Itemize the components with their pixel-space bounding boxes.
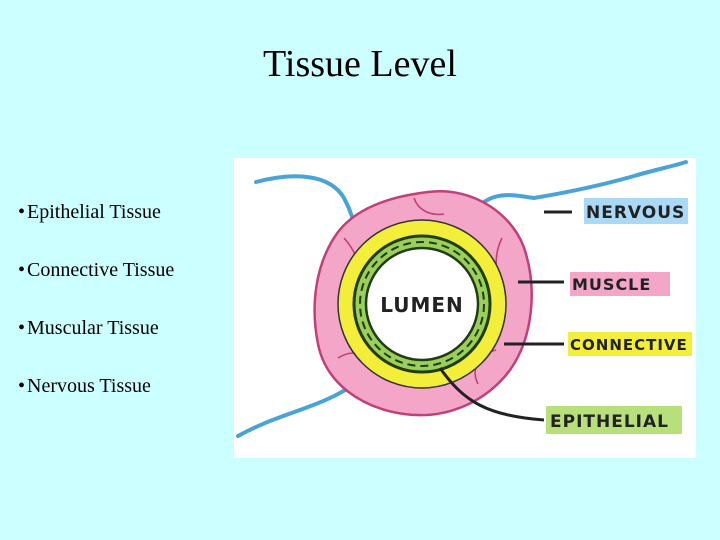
tissue-bullet-list: •Epithelial Tissue •Connective Tissue •M…: [18, 196, 174, 428]
slide-title: Tissue Level: [263, 43, 457, 85]
muscle-label: MUSCLE: [572, 275, 651, 294]
nerve-top-right: [458, 160, 688, 230]
bullet-muscular: •Muscular Tissue: [18, 312, 174, 370]
bullet-nervous: •Nervous Tissue: [18, 370, 174, 428]
epithelial-bead-ring: [359, 241, 485, 367]
tissue-cross-section-svg: LUMEN NERVOUS MUSCLE CONNECTIVE EPITHELI…: [236, 160, 692, 438]
tissue-cross-section-figure: LUMEN NERVOUS MUSCLE CONNECTIVE EPITHELI…: [234, 158, 696, 458]
epithelial-leader-line: [438, 367, 545, 422]
lumen-label: LUMEN: [380, 293, 464, 317]
bullet-label: Nervous Tissue: [27, 375, 151, 397]
bullet-dot: •: [18, 259, 26, 281]
connective-label: CONNECTIVE: [570, 336, 688, 354]
bullet-epithelial: •Epithelial Tissue: [18, 196, 174, 254]
muscle-label-highlight: [570, 272, 670, 296]
connective-label-highlight: [568, 332, 692, 356]
bullet-dot: •: [18, 201, 26, 223]
epithelial-label-highlight: [546, 406, 682, 434]
lumen: [364, 246, 480, 362]
bullet-dot: •: [18, 317, 26, 339]
bullet-label: Connective Tissue: [27, 259, 175, 281]
epithelial-label: EPITHELIAL: [550, 412, 669, 432]
bullet-label: Muscular Tissue: [27, 317, 159, 339]
nervous-label: NERVOUS: [586, 203, 685, 223]
bullet-label: Epithelial Tissue: [27, 201, 161, 223]
bullet-dot: •: [18, 375, 26, 397]
bullet-connective: •Connective Tissue: [18, 254, 174, 312]
nervous-label-highlight: [584, 198, 688, 224]
